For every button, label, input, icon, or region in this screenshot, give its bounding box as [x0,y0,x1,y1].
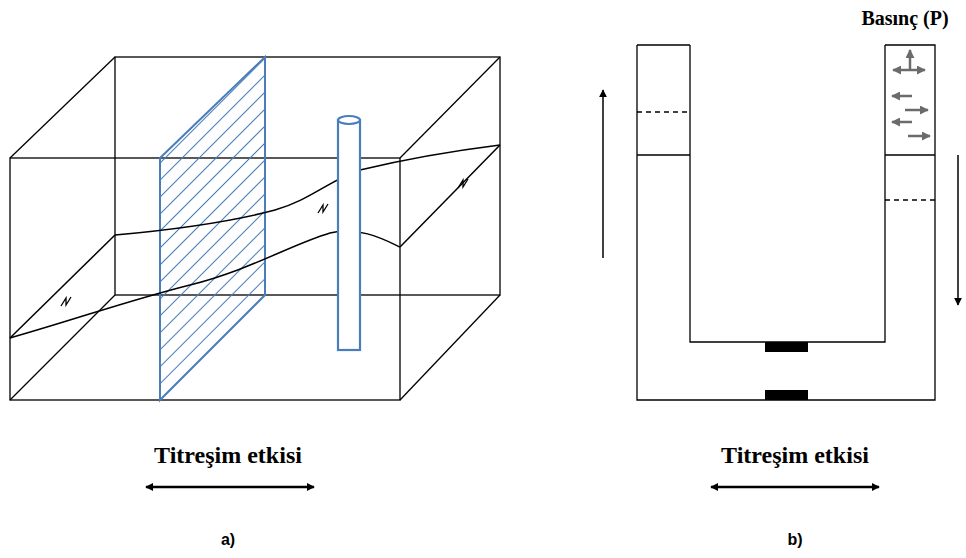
vibration-arrow [711,486,879,489]
u-tube [637,45,935,400]
tube-support [765,390,808,400]
liquid-level [885,154,935,155]
pressure-label: Basınç (P) [861,7,948,29]
layer-surface [10,145,500,338]
vibration-label: Titreşim etkisi [721,442,869,468]
liquid-level [637,154,690,155]
vibration-arrow [146,486,314,489]
pile-cylinder [338,116,360,350]
lowered-level [885,199,935,200]
vibration-label: Titreşim etkisi [154,442,302,468]
break-mark [61,179,468,306]
fall-arrow [957,155,959,305]
raised-level [637,111,690,112]
panel-label: a) [221,531,235,549]
soil-block [10,57,500,400]
pressure-arrows [892,50,930,136]
panel-label: b) [787,531,802,549]
rise-arrow [602,90,604,258]
tube-support [765,342,808,352]
